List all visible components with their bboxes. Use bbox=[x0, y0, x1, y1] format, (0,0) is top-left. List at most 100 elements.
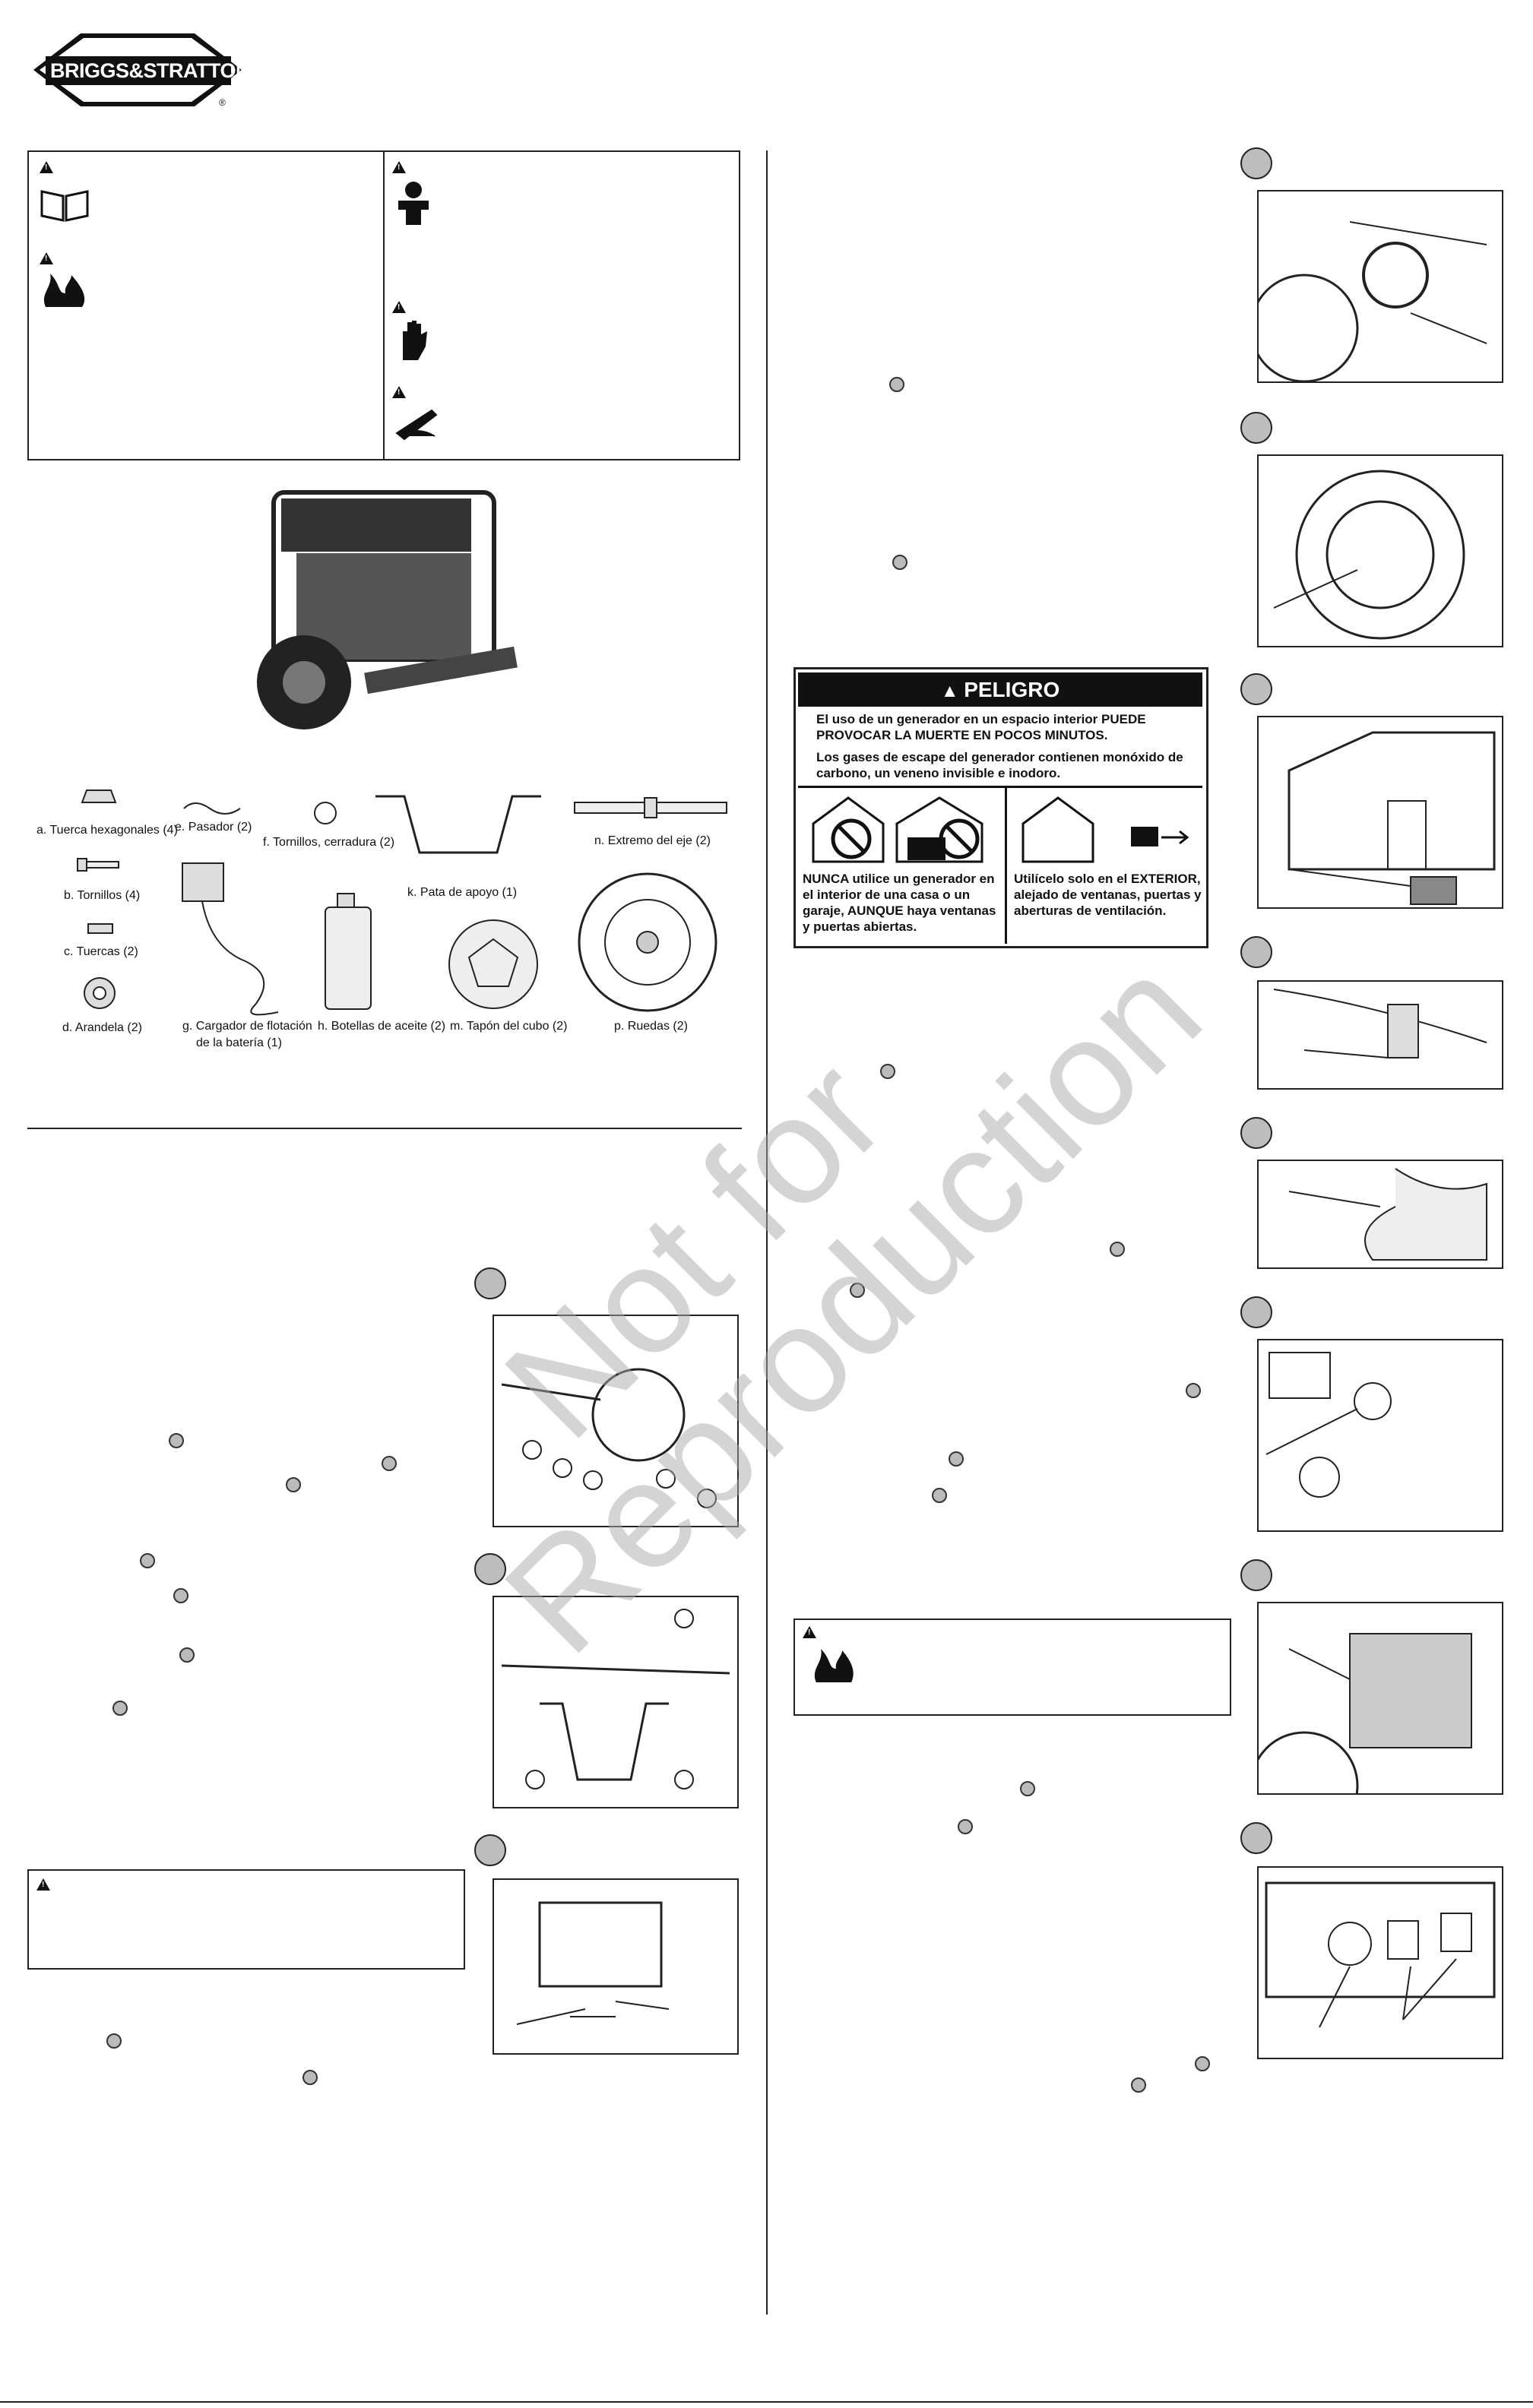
figure-outdoor-placement bbox=[1257, 716, 1503, 909]
figure-recoil-start bbox=[1250, 1602, 1503, 1840]
callout-marker bbox=[1131, 2077, 1146, 2093]
part-label: f. Tornillos, cerradura (2) bbox=[263, 836, 395, 849]
fire-icon bbox=[814, 1649, 854, 1682]
support-leg-icon bbox=[375, 795, 541, 854]
part-label: n. Extremo del eje (2) bbox=[594, 834, 711, 847]
callout-marker bbox=[140, 1553, 155, 1568]
figure-fuel-tank bbox=[1257, 454, 1503, 647]
logo-text: BRIGGS&STRATTON bbox=[50, 59, 251, 82]
oil-bottle-icon bbox=[325, 893, 372, 1010]
figure-choke bbox=[1257, 1160, 1503, 1269]
part-label: g. Cargador de flotación bbox=[182, 1020, 312, 1033]
danger-title: PELIGRO bbox=[964, 678, 1060, 701]
right-warning-box bbox=[793, 1619, 1231, 1716]
warning-icon bbox=[40, 252, 53, 264]
axle-end-icon bbox=[574, 797, 727, 818]
warning-icon bbox=[392, 386, 406, 398]
manual-book-icon bbox=[40, 190, 89, 222]
warning-icon bbox=[803, 1626, 816, 1638]
start-switch-illustration bbox=[1265, 1352, 1392, 1498]
step-marker bbox=[1240, 1117, 1272, 1149]
callout-marker bbox=[179, 1647, 195, 1663]
battery-connection-illustration bbox=[516, 1901, 670, 2025]
warning-icon: ▲ bbox=[940, 681, 964, 701]
hot-surface-icon bbox=[395, 409, 438, 441]
danger-line-2: Los gases de escape del generador contie… bbox=[816, 750, 1183, 780]
part-label: p. Ruedas (2) bbox=[614, 1020, 688, 1033]
logo-registered: ® bbox=[219, 97, 226, 108]
figure-support-leg bbox=[493, 1596, 739, 1808]
nut-icon bbox=[87, 923, 113, 934]
choke-illustration bbox=[1288, 1168, 1487, 1261]
callout-marker bbox=[382, 1456, 397, 1471]
step-marker bbox=[1240, 673, 1272, 705]
fire-icon bbox=[43, 274, 85, 307]
control-panel-illustration bbox=[1265, 1881, 1496, 2028]
safety-divider bbox=[383, 152, 385, 459]
bolt-icon bbox=[77, 858, 119, 872]
oil-fill-illustration bbox=[1250, 221, 1487, 383]
part-label: b. Tornillos (4) bbox=[64, 889, 141, 902]
step-marker bbox=[474, 1834, 506, 1866]
step-marker bbox=[1240, 147, 1272, 179]
part-label: d. Arandela (2) bbox=[62, 1021, 142, 1034]
danger-label bbox=[793, 667, 1208, 948]
battery-charger-icon bbox=[182, 862, 279, 1016]
danger-line-1: El uso de un generador en un espacio int… bbox=[816, 712, 1146, 742]
warning-icon bbox=[392, 161, 406, 173]
callout-marker bbox=[173, 1588, 188, 1603]
danger-right-text: Utilícelo solo en el EXTERIOR, alejado d… bbox=[1014, 872, 1202, 918]
callout-marker bbox=[1110, 1242, 1125, 1257]
wheel-assembly-illustration bbox=[501, 1368, 717, 1508]
part-label: c. Tuercas (2) bbox=[64, 945, 138, 958]
generator-illustration bbox=[257, 490, 518, 729]
warning-icon bbox=[392, 301, 406, 313]
page-bottom-rule bbox=[0, 2401, 1533, 2403]
step-marker bbox=[1240, 936, 1272, 968]
callout-marker bbox=[169, 1433, 184, 1448]
fuel-valve-illustration bbox=[1273, 989, 1487, 1058]
callout-marker bbox=[958, 1819, 973, 1834]
hex-nut-icon bbox=[81, 789, 117, 803]
callout-marker bbox=[889, 377, 904, 392]
callout-marker bbox=[286, 1477, 301, 1492]
danger-label-split bbox=[1005, 786, 1007, 944]
step-marker bbox=[1240, 412, 1272, 444]
step-marker bbox=[474, 1267, 506, 1299]
part-label: a. Tuerca hexagonales (4) bbox=[36, 824, 178, 837]
step-marker bbox=[1240, 1559, 1272, 1591]
wheel-icon bbox=[578, 872, 717, 1012]
callout-marker bbox=[1020, 1781, 1035, 1796]
figure-wheel-install bbox=[493, 1315, 739, 1527]
callout-marker bbox=[1186, 1383, 1201, 1398]
recoil-start-illustration bbox=[1250, 1633, 1472, 1840]
hub-cap-icon bbox=[448, 919, 538, 1009]
warning-icon bbox=[36, 1878, 50, 1891]
step-marker bbox=[474, 1553, 506, 1585]
callout-marker bbox=[302, 2070, 318, 2085]
callout-marker bbox=[932, 1488, 947, 1503]
support-leg-install-illustration bbox=[501, 1609, 730, 1789]
callout-marker bbox=[1195, 2056, 1210, 2071]
callout-marker bbox=[949, 1451, 964, 1467]
part-label: k. Pata de apoyo (1) bbox=[407, 886, 518, 899]
no-indoor-use-icon bbox=[812, 796, 983, 863]
danger-label-rule bbox=[798, 786, 1202, 788]
cotter-pin-icon bbox=[183, 802, 241, 815]
figure-battery-connect bbox=[493, 1878, 739, 2055]
outdoor-use-icon bbox=[1021, 796, 1189, 863]
figure-oil-fill bbox=[1250, 190, 1503, 383]
explosion-person-icon bbox=[398, 182, 429, 225]
figure-control-panel bbox=[1257, 1866, 1503, 2059]
figure-fuel-valve bbox=[1257, 980, 1503, 1090]
part-label: de la batería (1) bbox=[196, 1036, 282, 1049]
callout-marker bbox=[892, 555, 907, 570]
callout-marker bbox=[112, 1701, 128, 1716]
section-divider bbox=[27, 1128, 742, 1129]
part-label: m. Tapón del cubo (2) bbox=[450, 1020, 568, 1033]
safety-box bbox=[27, 150, 740, 460]
part-label: h. Botellas de aceite (2) bbox=[318, 1020, 446, 1033]
warning-icon bbox=[40, 161, 53, 173]
callout-marker bbox=[880, 1064, 895, 1079]
brand-logo: BRIGGS&STRATTON ® bbox=[27, 27, 251, 111]
